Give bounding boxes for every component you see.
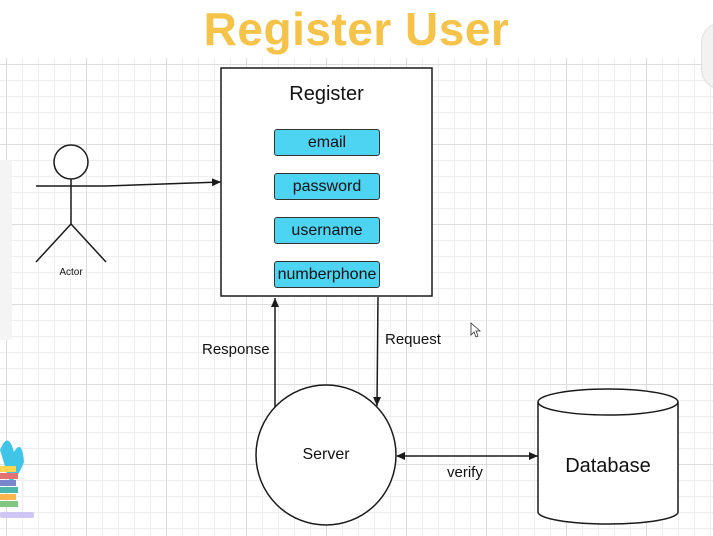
actor-left-leg [35,223,72,263]
email-field: email [274,129,380,156]
numberphone-field: numberphone [274,261,380,288]
database-label: Database [565,455,651,477]
database-top [537,388,679,416]
response-label: Response [202,341,270,358]
database-node [537,388,679,525]
server-label: Server [302,446,350,463]
actor-figure [35,144,107,263]
username-field: username [274,217,380,244]
cursor-icon [470,322,482,338]
left-edge-decoration [0,160,12,340]
page-title: Register User [203,3,510,55]
request-arrow [373,296,382,407]
books-illustration-icon [0,440,34,518]
password-field: password [274,173,380,200]
actor-to-register-arrow [105,178,222,187]
request-label: Request [385,331,441,348]
actor-right-leg [70,223,107,263]
actor-label: Actor [59,267,83,278]
actor-head [53,144,89,180]
register-heading: Register [289,83,364,105]
database-body [537,402,679,525]
verify-label: verify [447,464,483,481]
